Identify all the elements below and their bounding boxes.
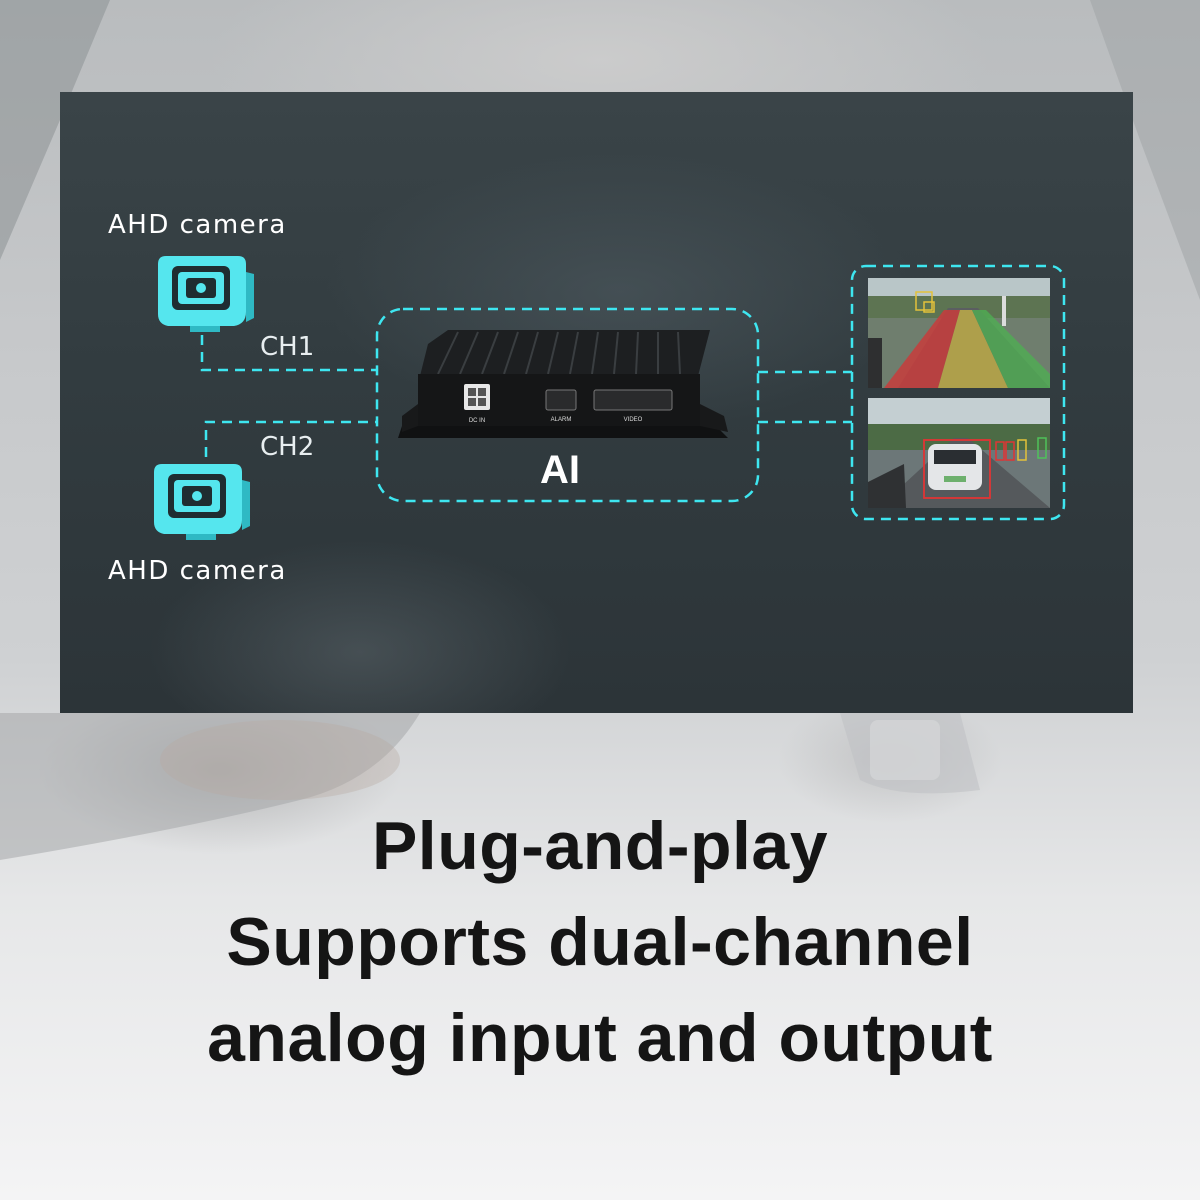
adas-road-view bbox=[868, 278, 1050, 388]
ai-box-device: DC IN ALARM VIDEO bbox=[398, 330, 728, 438]
tagline-line-2: Supports dual-channel bbox=[226, 904, 974, 980]
tagline-line-3: analog input and output bbox=[207, 1000, 993, 1076]
channel-2-label: CH2 bbox=[260, 432, 315, 462]
connection-lines bbox=[200, 264, 1066, 521]
tagline: Plug-and-play Supports dual-channel anal… bbox=[0, 798, 1200, 1086]
camera-icon bbox=[154, 464, 250, 540]
port-dc-in-label: DC IN bbox=[469, 418, 485, 424]
forward-collision-view bbox=[868, 398, 1050, 508]
camera-top-label: AHD camera bbox=[108, 210, 287, 240]
port-video-label: VIDEO bbox=[624, 417, 643, 423]
diagram-panel: AHD camera CH1 CH2 AHD camera bbox=[60, 92, 1133, 713]
device-ai-label: AI bbox=[540, 448, 580, 492]
port-alarm-label: ALARM bbox=[551, 417, 572, 423]
camera-bottom-label: AHD camera bbox=[108, 556, 287, 586]
channel-1-label: CH1 bbox=[260, 332, 315, 362]
tagline-line-1: Plug-and-play bbox=[371, 808, 829, 884]
camera-icon bbox=[158, 256, 254, 332]
